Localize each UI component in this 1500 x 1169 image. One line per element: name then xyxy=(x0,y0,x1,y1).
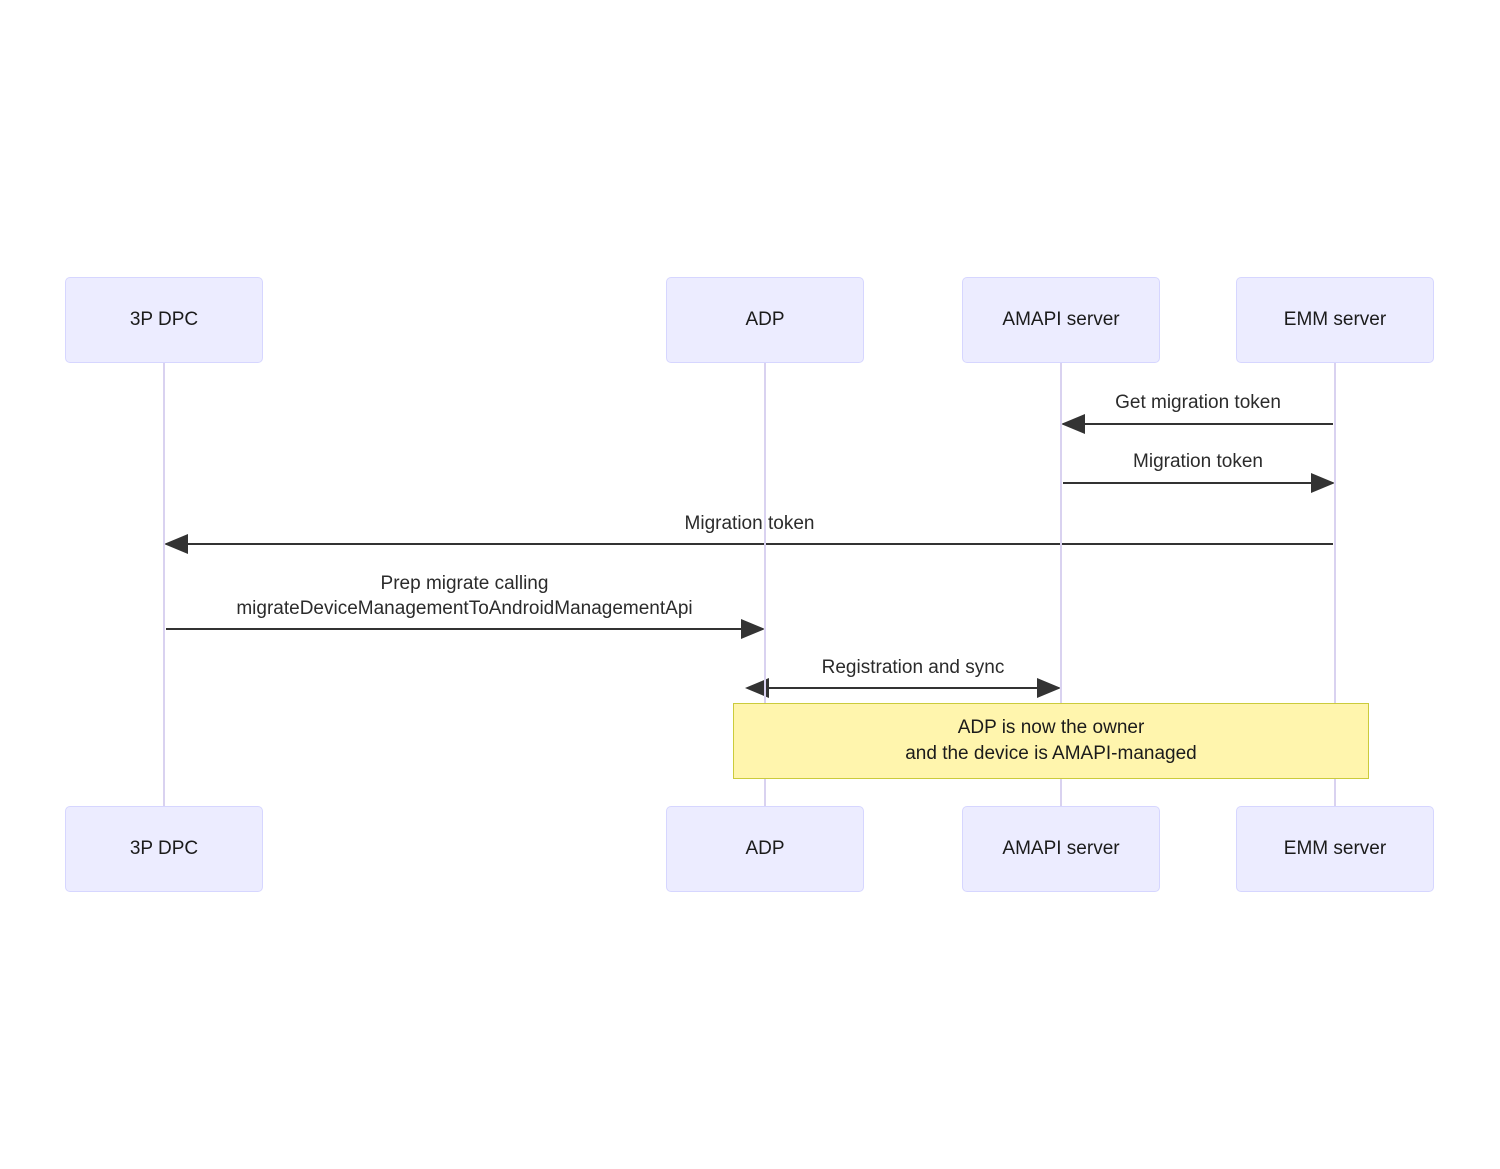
note-line-0: ADP is now the owner xyxy=(957,717,1145,738)
participant-box-adp-top[interactable]: ADP xyxy=(666,277,864,363)
message-label-line-1: migrateDeviceManagementToAndroidManageme… xyxy=(236,598,693,619)
participant-box-amapi-bottom[interactable]: AMAPI server xyxy=(962,806,1160,892)
participant-label-adp: ADP xyxy=(745,309,785,330)
lifeline-dpc xyxy=(163,363,165,806)
participant-label-emm: EMM server xyxy=(1283,838,1387,859)
message-label-m2: Migration token xyxy=(448,449,1500,474)
message-label-line-0: Get migration token xyxy=(1115,392,1281,413)
participant-box-amapi-top[interactable]: AMAPI server xyxy=(962,277,1160,363)
participant-box-dpc-top[interactable]: 3P DPC xyxy=(65,277,263,363)
lifeline-amapi xyxy=(1060,363,1062,806)
note-line-1: and the device is AMAPI-managed xyxy=(905,743,1197,764)
participant-label-emm: EMM server xyxy=(1283,309,1387,330)
message-label-m5: Registration and sync xyxy=(163,655,1500,680)
message-label-m3: Migration token xyxy=(0,511,1500,536)
message-label-line-0: Registration and sync xyxy=(821,657,1005,678)
participant-box-adp-bottom[interactable]: ADP xyxy=(666,806,864,892)
participant-label-adp: ADP xyxy=(745,838,785,859)
lifeline-emm xyxy=(1334,363,1336,806)
message-label-line-0: Prep migrate calling xyxy=(380,573,549,594)
message-label-m4: Prep migrate calling migrateDeviceManagem… xyxy=(0,571,1215,621)
message-label-line-0: Migration token xyxy=(684,513,815,534)
participant-label-amapi: AMAPI server xyxy=(1002,309,1120,330)
participant-box-dpc-bottom[interactable]: 3P DPC xyxy=(65,806,263,892)
lifeline-adp xyxy=(764,363,766,806)
participant-label-amapi: AMAPI server xyxy=(1002,838,1120,859)
participant-box-emm-top[interactable]: EMM server xyxy=(1236,277,1434,363)
note-box: ADP is now the owner and the device is AM… xyxy=(733,703,1369,779)
message-label-m1: Get migration token xyxy=(448,390,1500,415)
participant-label-dpc: 3P DPC xyxy=(129,838,199,859)
participant-label-dpc: 3P DPC xyxy=(129,309,199,330)
participant-box-emm-bottom[interactable]: EMM server xyxy=(1236,806,1434,892)
message-label-line-0: Migration token xyxy=(1133,451,1263,472)
